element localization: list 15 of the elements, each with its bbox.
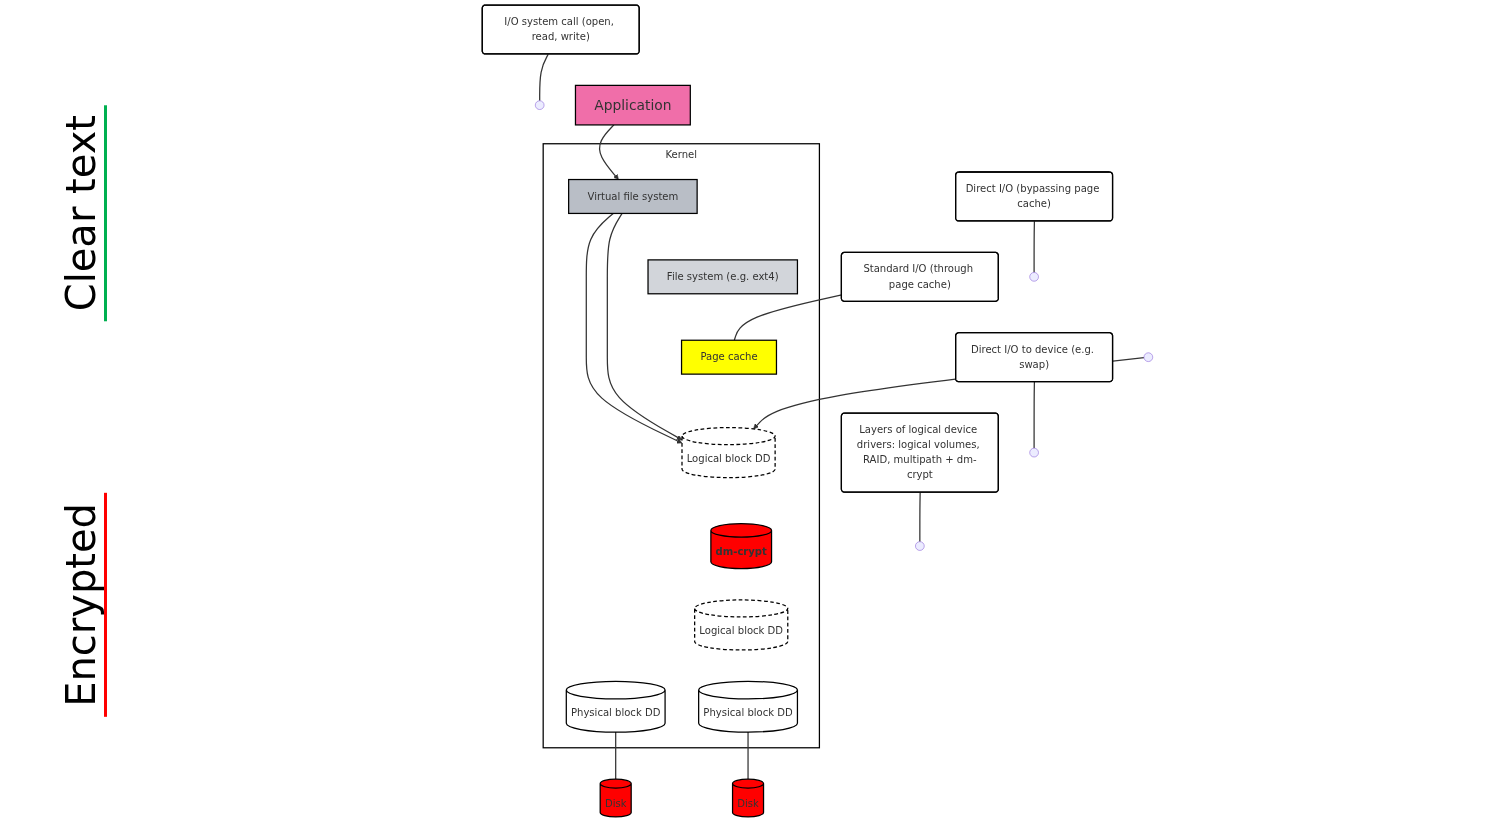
connector xyxy=(747,731,749,780)
connector xyxy=(919,491,921,543)
node-box: Virtual file system xyxy=(568,178,698,215)
connector xyxy=(1033,220,1036,274)
node-box: Page cache xyxy=(680,339,778,375)
connector xyxy=(539,53,549,102)
arrow xyxy=(606,212,683,441)
arrow xyxy=(598,124,619,180)
connector xyxy=(615,731,617,780)
arrow xyxy=(585,212,683,444)
node-box: File system (e.g. ext4) xyxy=(647,259,799,295)
bracket-label: Clear text xyxy=(43,105,107,322)
node-box: Application xyxy=(574,84,691,126)
bracket-label: Encrypted xyxy=(43,492,107,717)
connector xyxy=(1033,381,1036,449)
